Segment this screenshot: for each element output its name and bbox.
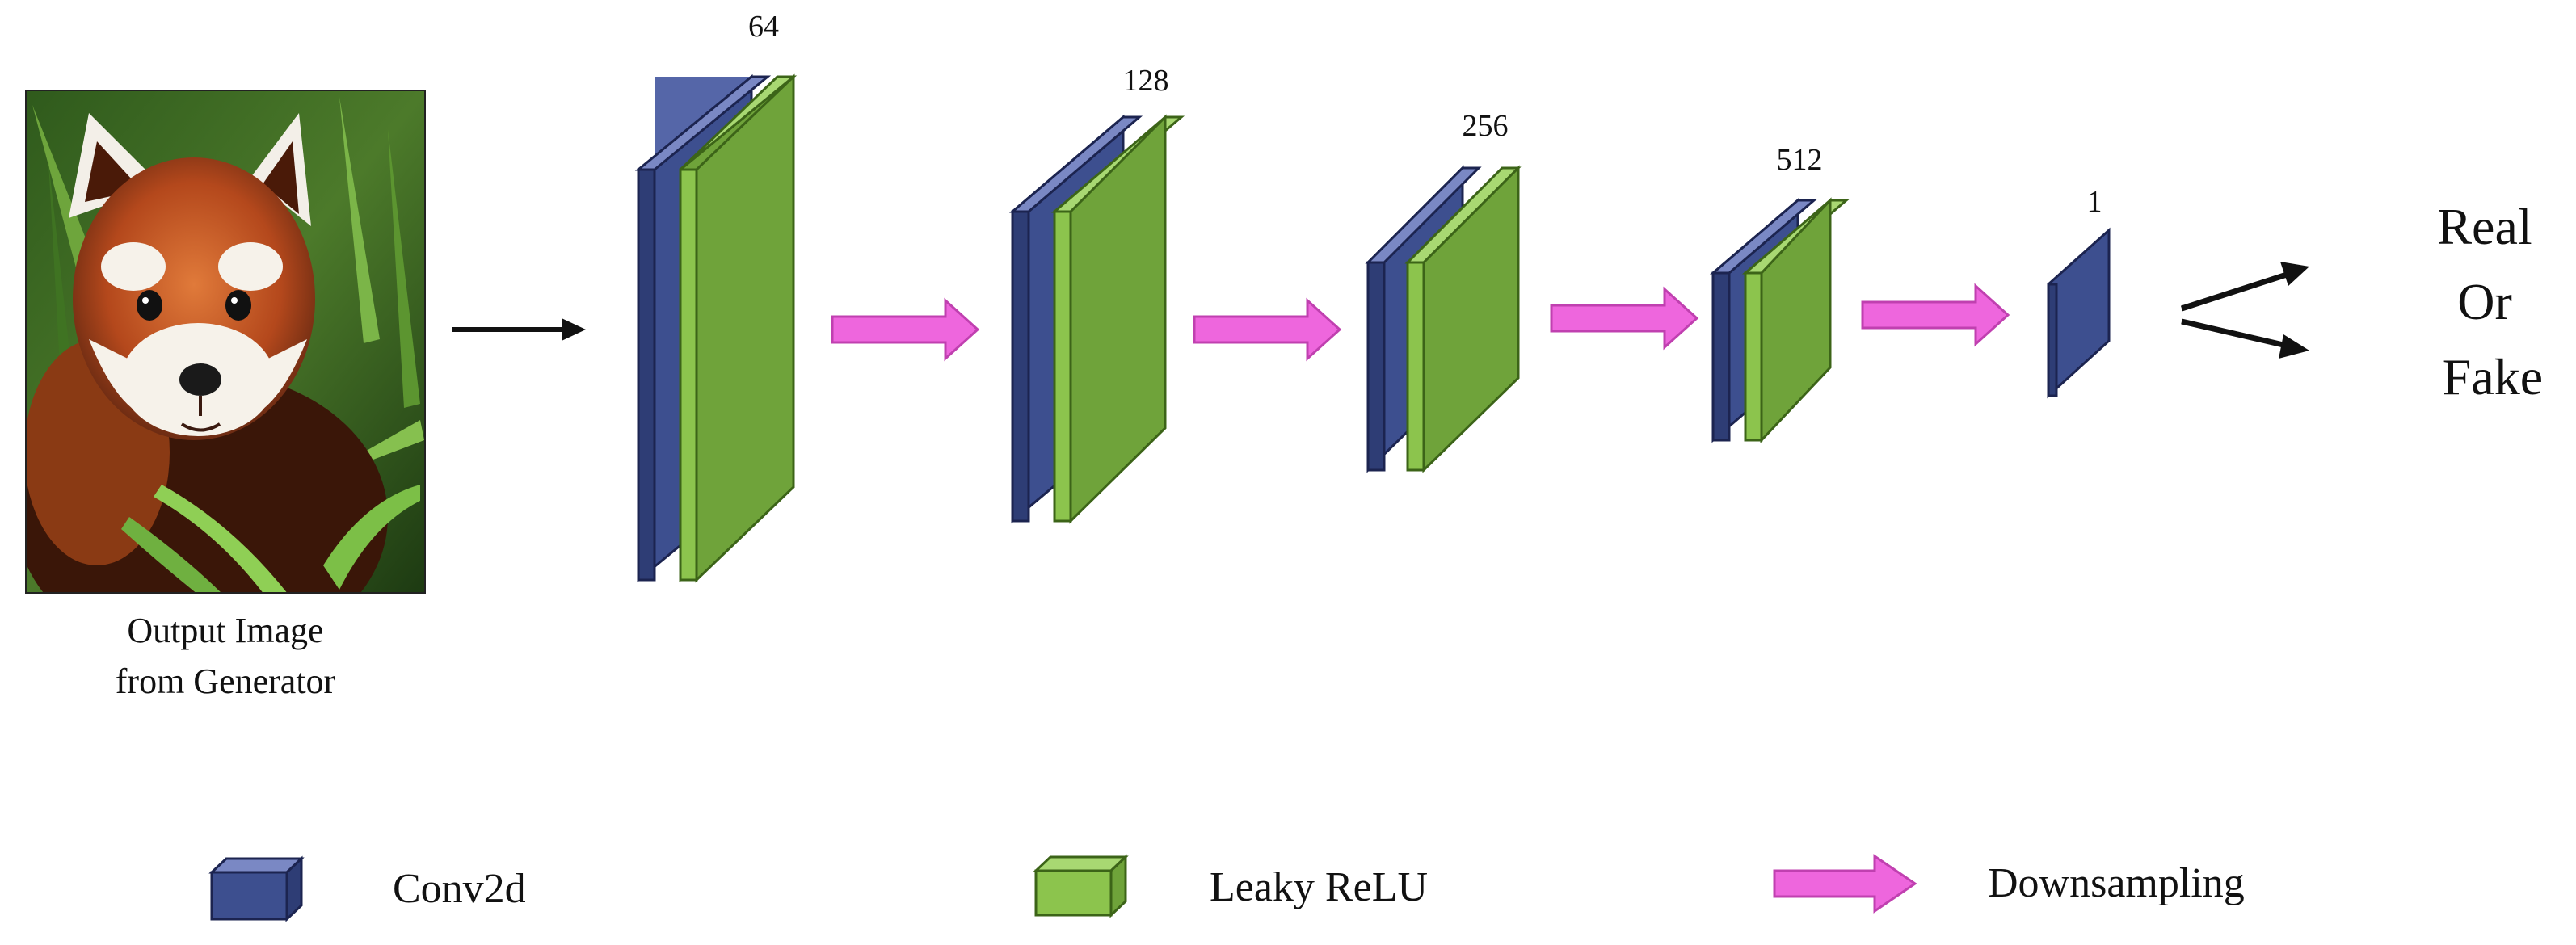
legend-downsampling-label: Downsampling <box>1988 860 2245 906</box>
conv2d-block-5 <box>2047 227 2111 399</box>
channels-label-3: 256 <box>1463 109 1509 143</box>
output-label-real: Real <box>2437 198 2532 255</box>
channels-label-2: 128 <box>1123 64 1169 98</box>
leaky-relu-block-2 <box>1050 114 1185 524</box>
legend-conv2d-swatch <box>208 855 305 922</box>
channels-label-5: 1 <box>2087 185 2102 219</box>
input-arrow <box>452 318 586 341</box>
leaky-relu-block-3 <box>1404 165 1522 473</box>
input-caption-line2: from Generator <box>116 662 336 701</box>
input-image <box>26 90 425 593</box>
downsampling-arrow-1 <box>831 297 980 362</box>
output-arrows <box>2180 262 2309 359</box>
channels-label-1: 64 <box>748 10 779 44</box>
leaky-relu-block-4 <box>1741 197 1850 443</box>
leaky-relu-block-1 <box>679 74 798 583</box>
downsampling-arrow-4 <box>1861 283 2010 347</box>
output-label-or: Or <box>2457 273 2512 330</box>
layer-block-4: 512 <box>1709 143 1850 443</box>
legend: Conv2d Leaky ReLU Downsampling <box>208 854 2245 922</box>
layer-block-1: 64 <box>634 10 798 583</box>
layer-block-5: 1 <box>2047 185 2111 399</box>
legend-leaky-relu-swatch <box>1033 854 1129 918</box>
legend-downsampling-swatch <box>1773 854 1917 914</box>
legend-conv2d-label: Conv2d <box>393 866 526 912</box>
legend-leaky-relu-label: Leaky ReLU <box>1210 864 1428 910</box>
output-label-fake: Fake <box>2443 348 2543 405</box>
downsampling-arrow-3 <box>1550 286 1699 351</box>
downsampling-arrow-2 <box>1193 297 1342 362</box>
layer-block-2: 128 <box>1008 64 1185 524</box>
channels-label-4: 512 <box>1777 143 1823 177</box>
input-caption-line1: Output Image <box>127 611 323 650</box>
layer-block-3: 256 <box>1365 109 1522 473</box>
